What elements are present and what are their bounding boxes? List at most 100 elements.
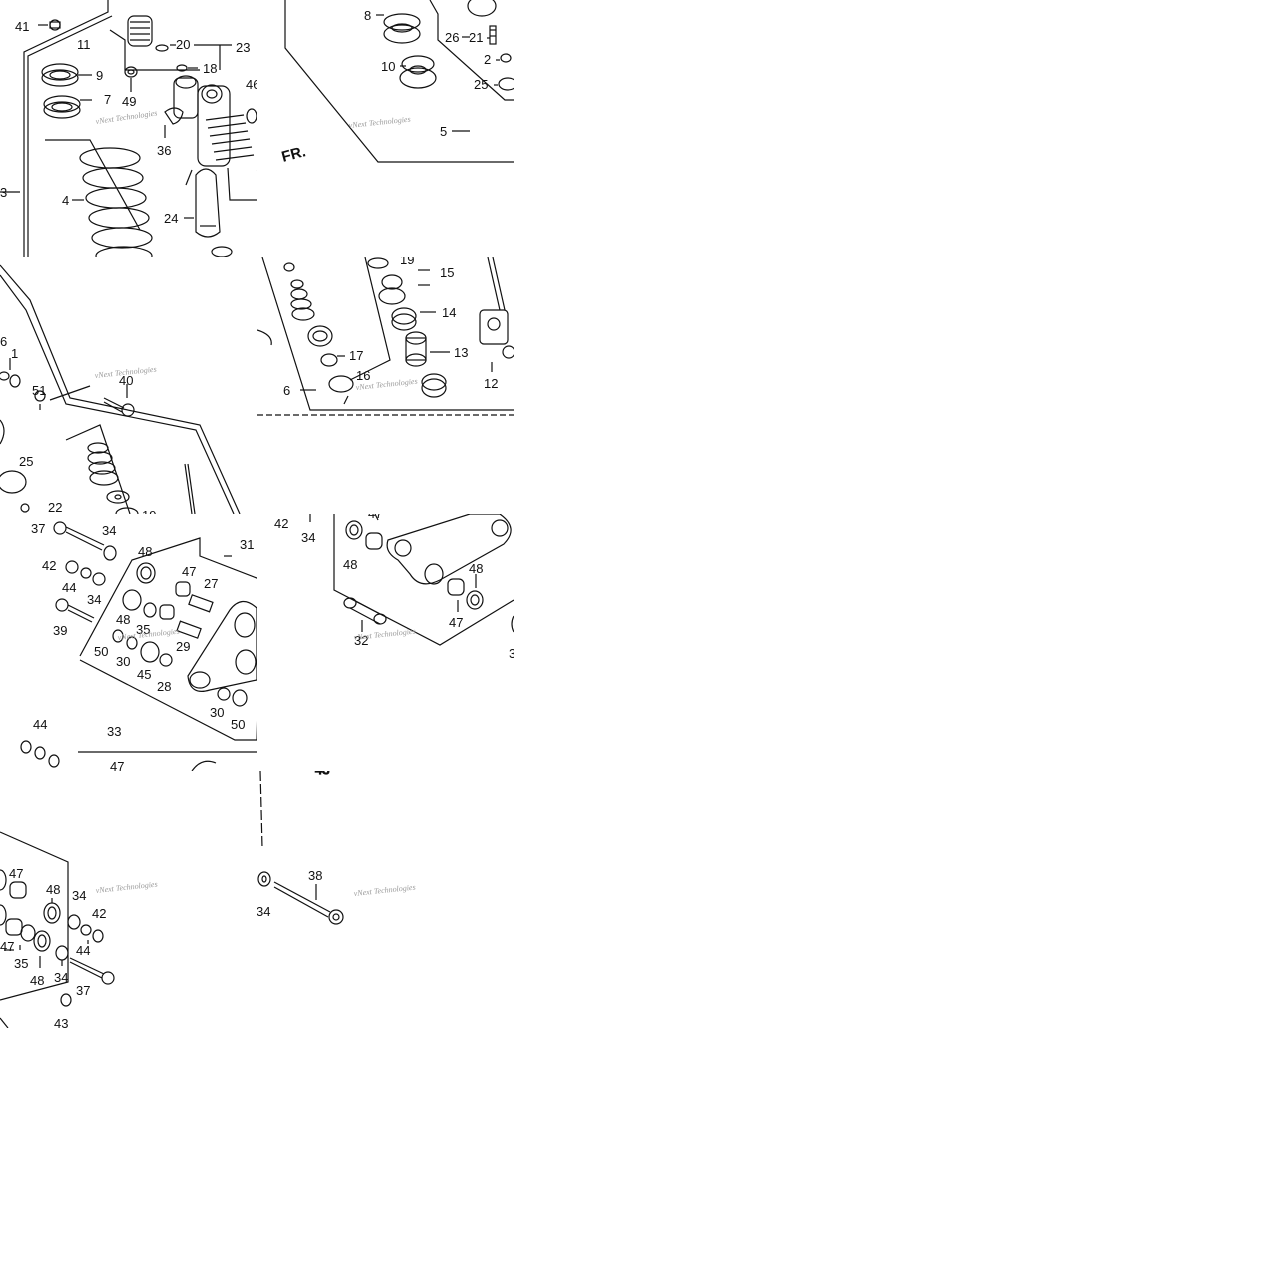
tile-pivot-bolt-labels: 38 34 vNext Technologies — [256, 868, 416, 919]
callout-23: 23 — [236, 40, 250, 55]
callout-33: 33 — [107, 724, 121, 739]
callout-49: 49 — [122, 94, 136, 109]
lock-nut-9-part — [41, 63, 79, 87]
bearing-48e-part — [43, 902, 61, 924]
callout-44c: 44 — [76, 943, 90, 958]
watermark: vNext Technologies — [353, 883, 416, 898]
tile-lower-hardware-labels: 47 48 34 42 44 47 35 48 34 37 43 vNext T… — [0, 866, 158, 1031]
watermark: vNext Technologies — [117, 627, 180, 642]
compression-spring-part — [87, 442, 119, 486]
callout-37a: 37 — [31, 521, 45, 536]
callout-50b: 50 — [231, 717, 245, 732]
callout-26: 26 — [445, 30, 459, 45]
callout-28: 28 — [157, 679, 171, 694]
callout-47d: 47 — [110, 759, 124, 774]
tile-shock-upper-labels: 41 11 20 23 18 9 7 49 36 46 3 4 24 vNext… — [0, 19, 260, 226]
callout-4: 4 — [62, 193, 69, 208]
callout-14: 14 — [442, 305, 456, 320]
dust-seal-8-part — [383, 13, 421, 44]
callout-22: 22 — [48, 500, 62, 515]
lower-bracket-part — [20, 740, 257, 771]
callout-13: 13 — [454, 345, 468, 360]
tile-pivot-bolt: 43 — [257, 762, 344, 925]
bolt-37-part — [53, 521, 105, 551]
lock-nut-7-part — [43, 95, 81, 119]
callout-12: 12 — [484, 376, 498, 391]
callout-5: 5 — [440, 124, 447, 139]
callout-34a: 34 — [102, 523, 116, 538]
callout-46: 46 — [246, 77, 260, 92]
tile-damper-internals — [257, 257, 514, 416]
callout-39: 39 — [53, 623, 67, 638]
callout-9: 9 — [96, 68, 103, 83]
callout-16: 16 — [356, 368, 370, 383]
callout-48c: 48 — [343, 557, 357, 572]
callout-34d: 34 — [72, 888, 86, 903]
callout-34b: 34 — [87, 592, 101, 607]
bearing-48d-part — [466, 590, 484, 610]
bolt-39-part — [55, 598, 95, 623]
bolt-41-part — [49, 19, 61, 31]
bump-rubber-15-part — [378, 274, 406, 305]
callout-47c: 47 — [449, 615, 463, 630]
callout-47e: 47 — [9, 866, 23, 881]
callout-24: 24 — [164, 211, 178, 226]
watermark: vNext Technologies — [95, 108, 158, 126]
callout-42c: 42 — [92, 906, 106, 921]
tile-cushion-parts — [284, 0, 514, 163]
callout-48e: 48 — [46, 882, 60, 897]
callout-48a: 48 — [138, 544, 152, 559]
callout-31: 31 — [240, 537, 254, 552]
callout-25b: 25 — [19, 454, 33, 469]
watermark: vNext Technologies — [353, 627, 416, 642]
callout-11: 11 — [77, 37, 91, 52]
link-rod-part — [386, 514, 512, 585]
callout-15: 15 — [440, 265, 454, 280]
callout-19a: 19 — [142, 508, 156, 523]
tile-shock-upper — [0, 0, 257, 257]
callout-17: 17 — [349, 348, 363, 363]
collar-32-part — [343, 597, 387, 625]
callout-32: 32 — [354, 633, 368, 648]
tile-connecting-rod-labels: 42 34 47 48 48 47 32 3 vNext Technologie… — [274, 514, 516, 661]
callout-48b: 48 — [116, 612, 130, 627]
callout-42b: 42 — [274, 516, 288, 531]
tile-shock-lower-labels: 6 1 40 51 25 22 19 vNext Technologies — [0, 334, 157, 523]
callout-8: 8 — [364, 8, 371, 23]
callout-35a: 35 — [136, 622, 150, 637]
callout-34c: 34 — [301, 530, 315, 545]
bearing-48f-part — [33, 930, 51, 952]
watermark: vNext Technologies — [348, 115, 411, 130]
callout-40: 40 — [119, 373, 133, 388]
callout-44b: 44 — [33, 717, 47, 732]
tile-link-arm — [20, 521, 257, 771]
callout-51: 51 — [32, 383, 46, 398]
callout-43b: 43 — [54, 1016, 68, 1031]
shock-rod-12-part — [479, 257, 514, 359]
callout-36: 36 — [157, 143, 171, 158]
callout-44a: 44 — [62, 580, 76, 595]
callout-45: 45 — [137, 667, 151, 682]
callout-43a: 43 — [315, 762, 329, 777]
callout-29: 29 — [176, 639, 190, 654]
tile-connecting-rod — [309, 514, 514, 646]
callout-7: 7 — [104, 92, 111, 107]
front-marker-text: FR. — [280, 143, 308, 166]
callout-21: 21 — [469, 30, 483, 45]
callout-30a: 30 — [116, 654, 130, 669]
tile-shock-lower — [0, 264, 241, 514]
callout-18: 18 — [203, 61, 217, 76]
callout-25a: 25 — [474, 77, 488, 92]
callout-48d: 48 — [469, 561, 483, 576]
callout-47f: 47 — [0, 939, 14, 954]
callout-6a: 6 — [0, 334, 7, 349]
callout-34e: 34 — [54, 970, 68, 985]
callout-6b: 6 — [283, 383, 290, 398]
callout-3b: 3 — [509, 646, 516, 661]
tile-damper-labels: 19 15 14 17 13 16 6 12 vNext Technologie… — [283, 257, 498, 398]
bearing-48-part — [136, 562, 156, 584]
callout-1: 1 — [11, 346, 18, 361]
callout-34f: 34 — [256, 904, 270, 919]
washer-34f-part — [257, 871, 271, 887]
